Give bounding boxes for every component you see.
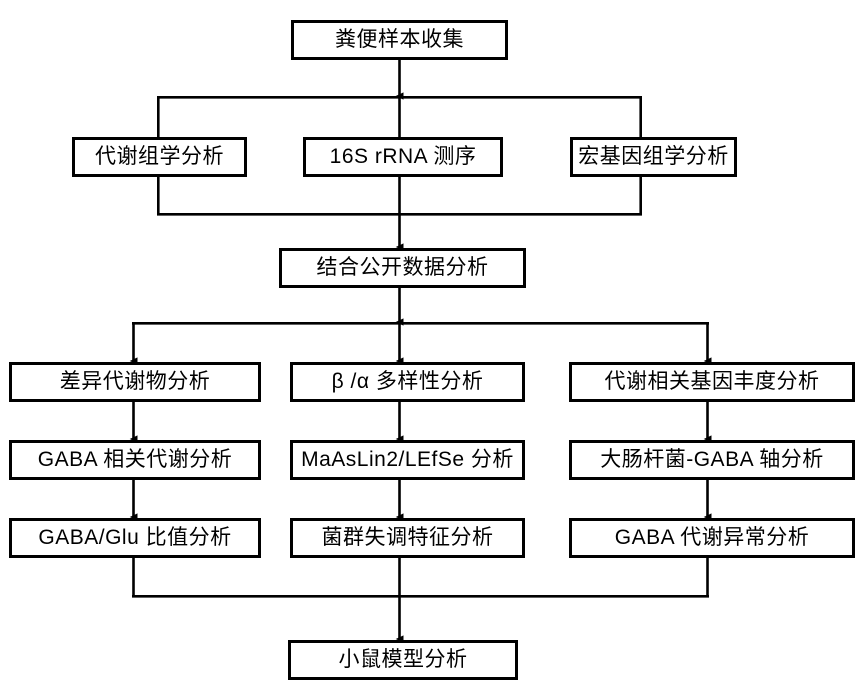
node-label: 大肠杆菌-GABA 轴分析 xyxy=(600,448,824,472)
node-public-data-integration-analysis[interactable]: 结合公开数据分析 xyxy=(279,248,526,288)
node-gaba-related-metabolism-analysis[interactable]: GABA 相关代谢分析 xyxy=(9,440,261,480)
node-label: 菌群失调特征分析 xyxy=(321,526,494,550)
node-metagenomics-analysis[interactable]: 宏基因组学分析 xyxy=(570,137,737,177)
node-gaba-metabolic-abnormality-analysis[interactable]: GABA 代谢异常分析 xyxy=(569,518,855,558)
node-metabolomics-analysis[interactable]: 代谢组学分析 xyxy=(72,137,247,177)
node-maaslin2-lefse-analysis[interactable]: MaAsLin2/LEfSe 分析 xyxy=(290,440,525,480)
node-label: GABA 相关代谢分析 xyxy=(37,448,233,472)
node-gaba-glu-ratio-analysis[interactable]: GABA/Glu 比值分析 xyxy=(9,518,261,558)
node-label: GABA 代谢异常分析 xyxy=(614,526,810,550)
node-label: 16S rRNA 测序 xyxy=(329,145,477,169)
node-label: 差异代谢物分析 xyxy=(59,370,211,394)
node-label: β /α 多样性分析 xyxy=(331,370,484,394)
node-label: 代谢组学分析 xyxy=(95,145,224,169)
node-label: 宏基因组学分析 xyxy=(578,145,729,169)
node-ecoli-gaba-axis-analysis[interactable]: 大肠杆菌-GABA 轴分析 xyxy=(569,440,855,480)
node-fecal-sample-collection[interactable]: 粪便样本收集 xyxy=(291,20,508,60)
node-label: 粪便样本收集 xyxy=(335,28,464,52)
node-beta-alpha-diversity-analysis[interactable]: β /α 多样性分析 xyxy=(290,362,525,402)
node-label: 小鼠模型分析 xyxy=(338,648,468,672)
node-label: GABA/Glu 比值分析 xyxy=(38,526,232,550)
node-label: 代谢相关基因丰度分析 xyxy=(604,370,820,394)
node-metabolism-related-gene-abundance-analysis[interactable]: 代谢相关基因丰度分析 xyxy=(569,362,855,402)
node-label: MaAsLin2/LEfSe 分析 xyxy=(301,448,514,472)
node-dysbiosis-feature-analysis[interactable]: 菌群失调特征分析 xyxy=(290,518,525,558)
node-16s-rrna-sequencing[interactable]: 16S rRNA 测序 xyxy=(303,137,503,177)
node-label: 结合公开数据分析 xyxy=(316,256,489,280)
node-differential-metabolite-analysis[interactable]: 差异代谢物分析 xyxy=(9,362,261,402)
node-mouse-model-analysis[interactable]: 小鼠模型分析 xyxy=(288,640,518,680)
